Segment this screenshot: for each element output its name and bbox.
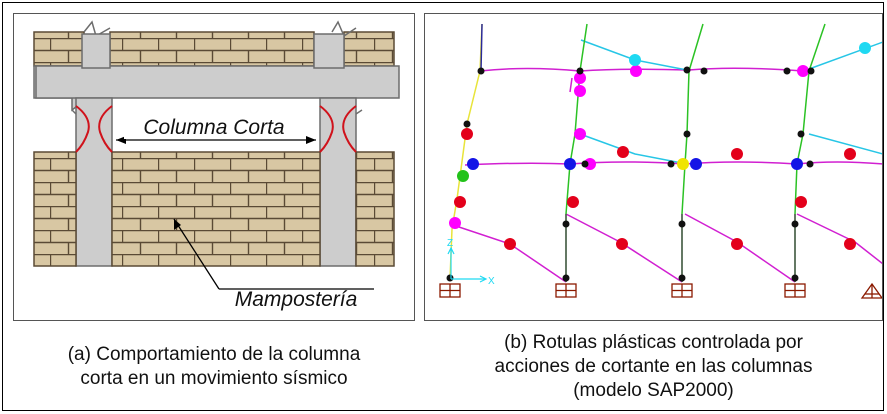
- magenta-hinges: [449, 65, 809, 229]
- cyan-hinges: [629, 42, 871, 66]
- short-column-label: Columna Corta: [143, 116, 284, 139]
- upper-masonry-right: [343, 31, 395, 67]
- masonry-label: Mampostería: [235, 288, 358, 311]
- column-left-upper: [81, 33, 111, 69]
- dimension-arrowhead-right: [306, 136, 316, 144]
- caption-a: (a) Comportamiento de la columna corta e…: [14, 343, 414, 391]
- axis-x-label: X: [488, 276, 495, 287]
- axis-z-label: Z: [447, 238, 453, 249]
- beams-level-1: [479, 67, 804, 93]
- sap2000-frame-model: Z X: [439, 23, 882, 299]
- shear-crack-right: [319, 105, 357, 153]
- column-green-2: [565, 23, 588, 282]
- column-yellow: [449, 23, 483, 280]
- haunch-left: [71, 109, 77, 115]
- beam-break-mark-right: [331, 20, 357, 38]
- lower-masonry-right: [355, 151, 395, 267]
- fixed-supports: [439, 283, 806, 298]
- caption-b-line-3: (modelo SAP2000): [573, 380, 734, 401]
- panel-sap2000-model: Z X: [424, 13, 883, 321]
- lower-masonry-left: [33, 151, 77, 267]
- masonry-arrowhead: [174, 219, 181, 230]
- upper-masonry-left: [33, 31, 85, 67]
- cyan-members: [579, 39, 882, 165]
- short-column-left: [75, 97, 113, 267]
- column-top-blue: [480, 23, 483, 72]
- pinned-support: [860, 282, 882, 299]
- caption-a-line-2: corta en un movimiento sísmico: [80, 368, 348, 389]
- caption-b: (b) Rotulas plásticas controlada por acc…: [424, 331, 883, 403]
- panel-short-column-illustration: Columna Corta Mampostería: [13, 13, 415, 321]
- red-hinges: [454, 128, 856, 250]
- caption-b-line-2: acciones de cortante en las columnas: [494, 356, 813, 377]
- frame-joints: [446, 66, 815, 282]
- lower-masonry-center: [111, 151, 321, 267]
- label-background: [124, 115, 304, 139]
- dimension-arrowhead-left: [116, 136, 126, 144]
- yellow-hinge: [677, 158, 689, 170]
- short-column-right: [319, 97, 357, 267]
- column-green-3: [681, 23, 704, 282]
- haunch-right: [355, 109, 363, 115]
- caption-b-line-1: (b) Rotulas plásticas controlada por: [504, 332, 803, 353]
- column-right-upper: [313, 33, 345, 69]
- shear-crack-left: [75, 105, 113, 153]
- green-hinge: [457, 170, 469, 182]
- caption-a-line-1: (a) Comportamiento de la columna: [67, 344, 361, 365]
- concrete-beam: [35, 65, 400, 99]
- diagonal-members: [449, 213, 882, 283]
- blue-hinges: [467, 158, 803, 170]
- axis-indicator: [447, 246, 488, 283]
- upper-masonry-center: [109, 31, 315, 67]
- column-green-4: [794, 23, 826, 282]
- beam-break-mark-left: [83, 20, 111, 38]
- masonry-leader-line: [173, 218, 220, 290]
- short-column-drawing: Columna Corta Mampostería: [33, 20, 400, 311]
